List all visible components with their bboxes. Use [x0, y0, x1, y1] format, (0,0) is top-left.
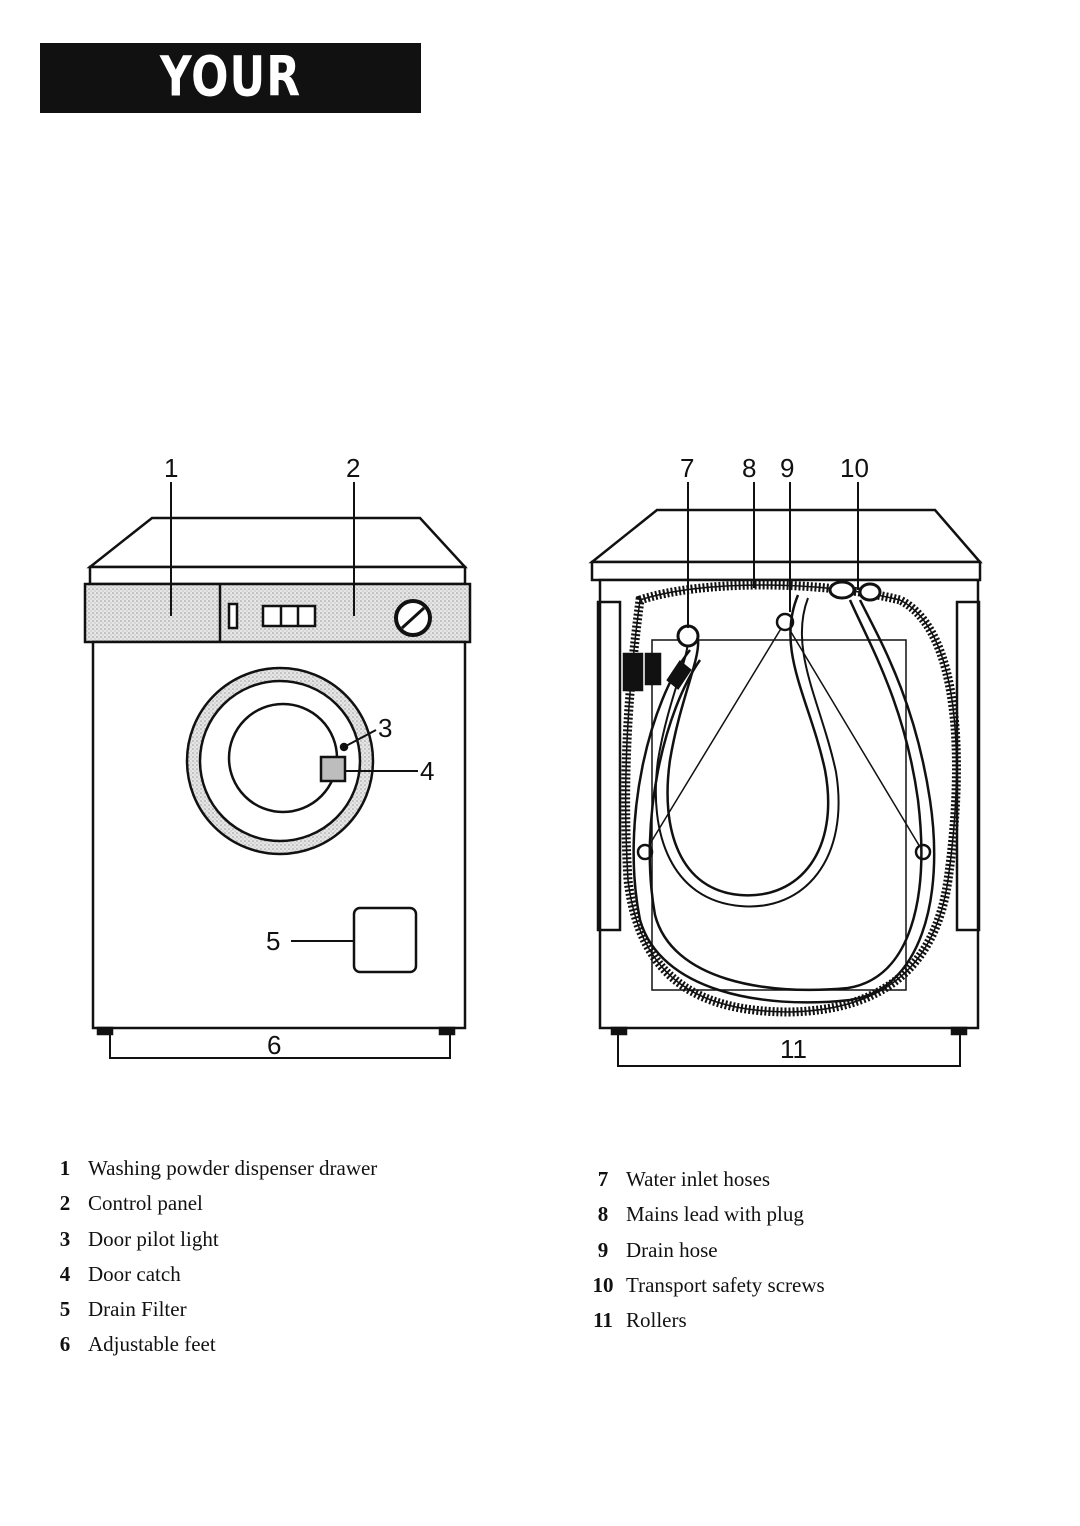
front-view-machine	[83, 516, 472, 1036]
legend-label: Mains lead with plug	[626, 1202, 804, 1227]
drain-hose	[666, 594, 830, 897]
drawer-handle	[227, 602, 239, 630]
legend-number: 3	[59, 1226, 71, 1251]
legend-number: 1	[59, 1156, 71, 1180]
legend-item: 2 Control panel	[50, 1186, 377, 1221]
front-callout-lines	[109, 482, 451, 1059]
title-banner: YOUR MACHINE	[40, 43, 421, 197]
callout-10: 10	[840, 453, 869, 483]
legend-number: 5	[59, 1297, 71, 1322]
legend-label: Transport safety screws	[626, 1272, 825, 1297]
water-inlet-hose-a	[632, 599, 936, 1004]
legend-item: 3 Door pilot light	[50, 1222, 377, 1257]
legend-number: 10	[592, 1272, 614, 1297]
legend-item: 10 Transport safety screws	[588, 1268, 825, 1303]
legend-number: 9	[597, 1237, 609, 1262]
legend-number: 11	[593, 1308, 613, 1333]
legend-label: Washing powder dispenser drawer	[88, 1156, 378, 1180]
legend-number: 7	[597, 1167, 609, 1191]
callout-11: 11	[780, 1034, 807, 1064]
legend-item: 6 Adjustable feet	[50, 1327, 377, 1362]
legend-label: Control panel	[88, 1191, 203, 1216]
front-top-surface	[86, 516, 468, 569]
callout-1: 1	[164, 453, 178, 483]
legend-number: 8	[597, 1202, 609, 1227]
rear-cabinet	[598, 578, 980, 1030]
rear-top-surface	[588, 508, 983, 564]
callout-7: 7	[680, 453, 694, 483]
rear-callout-lines	[617, 482, 961, 1067]
callout-5: 5	[266, 926, 280, 956]
legend-label: Drain hose	[626, 1237, 718, 1262]
transport-screw-top	[775, 612, 795, 632]
legend-number: 6	[59, 1332, 71, 1357]
legend-item: 8 Mains lead with plug	[588, 1197, 825, 1232]
rear-top-lip	[590, 560, 982, 582]
callout-3: 3	[378, 713, 392, 743]
door-catch	[319, 755, 347, 783]
legend-label: Water inlet hoses	[626, 1167, 771, 1191]
transport-screw-right	[914, 843, 932, 861]
callout-8: 8	[742, 453, 756, 483]
mains-plug	[676, 624, 700, 648]
legend-label: Door pilot light	[88, 1226, 219, 1251]
legend-item: 7 Water inlet hoses	[588, 1162, 825, 1197]
rear-view-machine	[588, 508, 983, 1036]
legend-label: Door catch	[88, 1261, 181, 1286]
drain-filter-cover	[352, 906, 418, 974]
legend-item: 9 Drain hose	[588, 1233, 825, 1268]
water-inlet-hose-b	[648, 599, 923, 992]
legend-item: 5 Drain Filter	[50, 1292, 377, 1327]
program-buttons	[261, 604, 317, 628]
page-title: YOUR MACHINE	[111, 45, 350, 197]
legend-label: Drain Filter	[88, 1297, 187, 1322]
legend-item: 4 Door catch	[50, 1257, 377, 1292]
callout-9: 9	[780, 453, 794, 483]
legend-number: 2	[59, 1191, 71, 1216]
legend-item: 1 Washing powder dispenser drawer	[50, 1151, 378, 1186]
legend-item: 11 Rollers	[588, 1303, 825, 1338]
callout-2: 2	[346, 453, 360, 483]
legend-number: 4	[59, 1261, 71, 1286]
callout-4: 4	[420, 756, 434, 786]
rear-left-rail	[596, 600, 622, 932]
legend-front: 1 Washing powder dispenser drawer 2 Contro…	[50, 1151, 378, 1363]
legend-rear: 7 Water inlet hoses 8 Mains lead with plug…	[588, 1162, 825, 1338]
front-top-lip	[88, 565, 467, 586]
inlet-connector-a	[622, 652, 644, 692]
legend-label: Rollers	[626, 1308, 687, 1333]
legend-label: Adjustable feet	[88, 1332, 216, 1357]
callout-6: 6	[267, 1030, 281, 1060]
